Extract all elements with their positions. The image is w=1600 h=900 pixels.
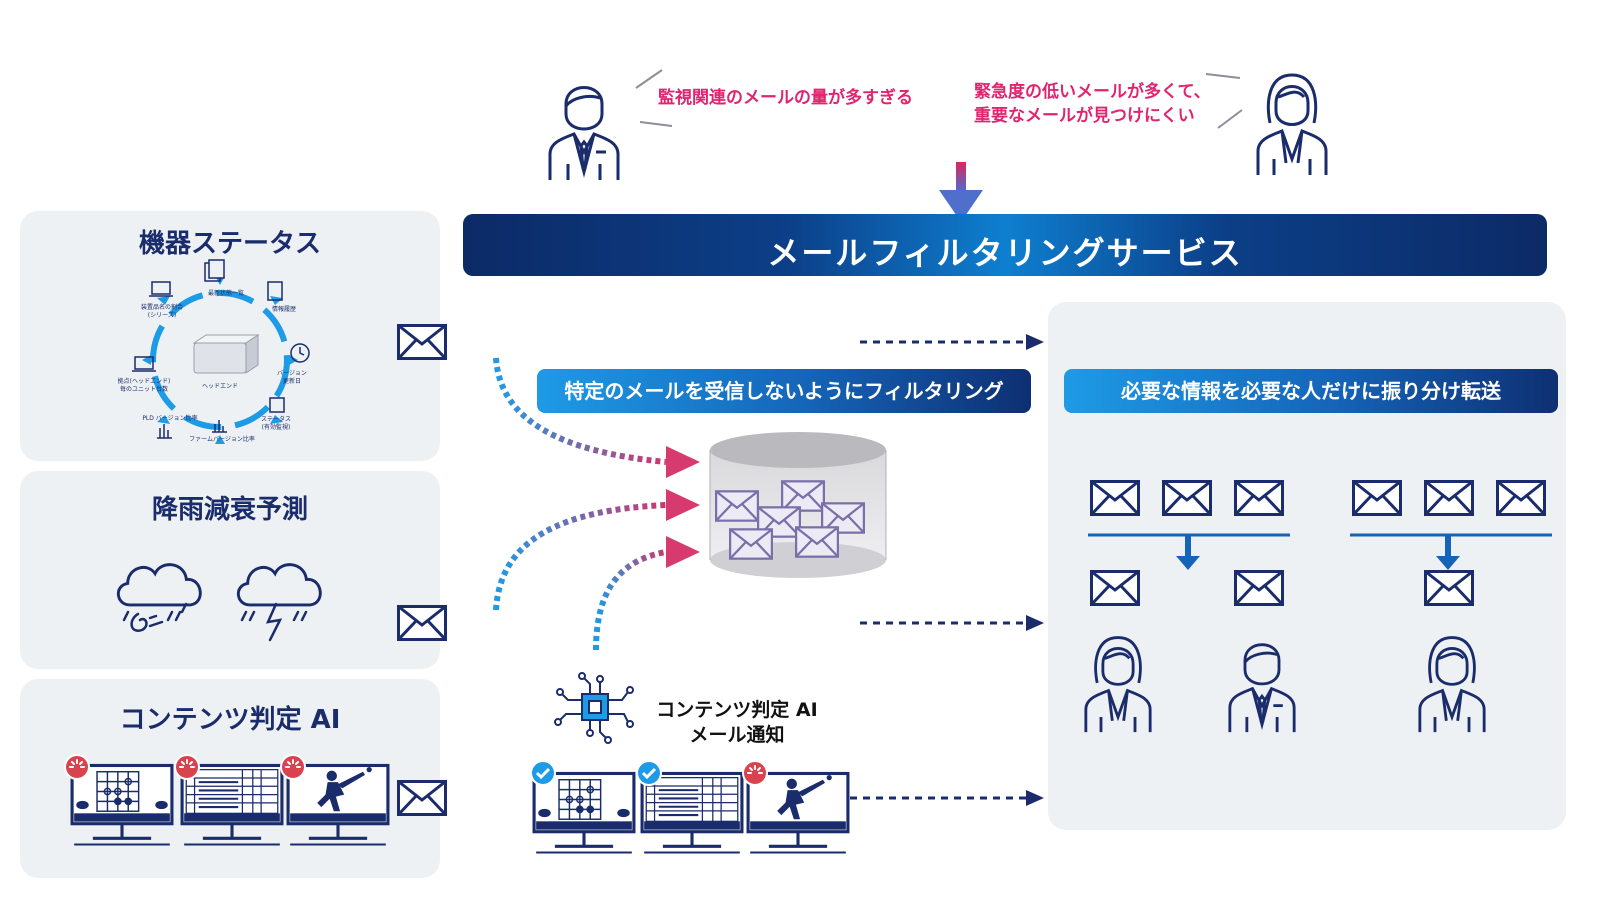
person-male-icon [548, 86, 620, 182]
monitor-icon [174, 754, 284, 847]
cycle-label-2: 情報履歴 [272, 305, 296, 313]
forward-group-a [1084, 480, 1296, 734]
cycle-label-6: PLD バージョン比率 [142, 414, 197, 422]
person-female-icon [1418, 636, 1486, 734]
envelope-icon [1234, 570, 1284, 606]
envelope-icon [1496, 480, 1546, 516]
cycle-label-center: ヘッドエンド [202, 383, 238, 390]
alert-badge-icon [64, 754, 90, 780]
monitor-icon [636, 760, 744, 855]
alert-badge-icon [174, 754, 200, 780]
cycle-label-8a: 装置品名の割合 [141, 303, 183, 311]
speech-lines [635, 69, 1243, 129]
envelope-icon [1352, 480, 1402, 516]
cycle-label-5: ファームバージョン比率 [189, 435, 255, 443]
ai-node-line2: メール通知 [689, 724, 785, 746]
panel-device-status: 機器ステータス [20, 211, 440, 461]
envelope-icon [397, 605, 447, 641]
envelope-icon [1424, 480, 1474, 516]
circuit-chip-icon [554, 672, 634, 744]
monitor-icon [742, 760, 850, 855]
envelope-icon [397, 780, 447, 816]
envelope-icon [1090, 480, 1140, 516]
complaint-right-line1: 緊急度の低いメールが多くて、 [974, 82, 1211, 102]
person-male-icon [1228, 643, 1296, 734]
envelope-icon [1424, 570, 1474, 606]
panel-rain-prediction: 降雨減衰予測 [20, 471, 440, 669]
cycle-label-1: 最新状態一覧 [208, 289, 244, 297]
panel-title-content-ai: コンテンツ判定 AI [119, 705, 341, 735]
cycle-label-7b: 毎のユニット台数 [120, 385, 168, 393]
storm-cloud-icon [116, 563, 202, 632]
person-female-icon [1084, 636, 1152, 734]
complaint-right-line2: 重要なメールが見つけにくい [974, 106, 1195, 126]
panel-title-device-status: 機器ステータス [138, 229, 321, 259]
envelope-icon [1090, 570, 1140, 606]
service-title: メールフィルタリングサービス [767, 234, 1243, 272]
device-status-cycle: ヘッドエンド 最新状態一覧 情報履歴 バージョン 更新日 ステータス (有効監視… [118, 259, 310, 444]
cycle-label-7a: 拠点(ヘッドエンド) [118, 377, 171, 385]
cycle-label-4a: ステータス [261, 415, 291, 423]
envelope-icon [397, 324, 447, 360]
complaint-left: 監視関連のメールの量が多すぎる [658, 88, 913, 108]
filter-arrowheads [666, 446, 700, 568]
alert-badge-icon [280, 754, 306, 780]
storm-cloud-icon [236, 563, 322, 642]
person-female-icon [1256, 73, 1328, 177]
flow-line-middle [452, 615, 1044, 631]
ai-node-label: コンテンツ判定 AI メール通知 [648, 698, 826, 748]
filter-label: 特定のメールを受信しないようにフィルタリング [537, 369, 1031, 413]
monitor-icon [64, 754, 174, 847]
envelope-icon [1234, 480, 1284, 516]
flow-line-top [452, 334, 1044, 350]
monitor-icon [280, 754, 390, 847]
database-icon [709, 432, 887, 578]
forward-label: 必要な情報を必要な人だけに振り分け転送 [1064, 369, 1558, 413]
mail-filtering-service-bar: メールフィルタリングサービス [463, 214, 1547, 276]
monitor-icon [530, 760, 636, 855]
flow-line-bottom [452, 790, 1044, 806]
envelope-icon [1162, 480, 1212, 516]
check-badge-icon [530, 760, 556, 786]
check-badge-icon [636, 760, 662, 786]
filter-curves [493, 357, 667, 651]
cycle-label-3b: 更新日 [283, 377, 301, 385]
cycle-label-4b: (有効監視) [262, 423, 291, 431]
ai-node-line1: コンテンツ判定 AI [656, 699, 818, 721]
cycle-label-3a: バージョン [277, 370, 307, 377]
forward-group-b [1350, 480, 1552, 734]
alert-badge-icon [742, 760, 768, 786]
cycle-label-8b: (シリーズ) [148, 311, 176, 319]
panel-title-rain-prediction: 降雨減衰予測 [151, 495, 308, 525]
arrow-down-icon [939, 162, 983, 222]
